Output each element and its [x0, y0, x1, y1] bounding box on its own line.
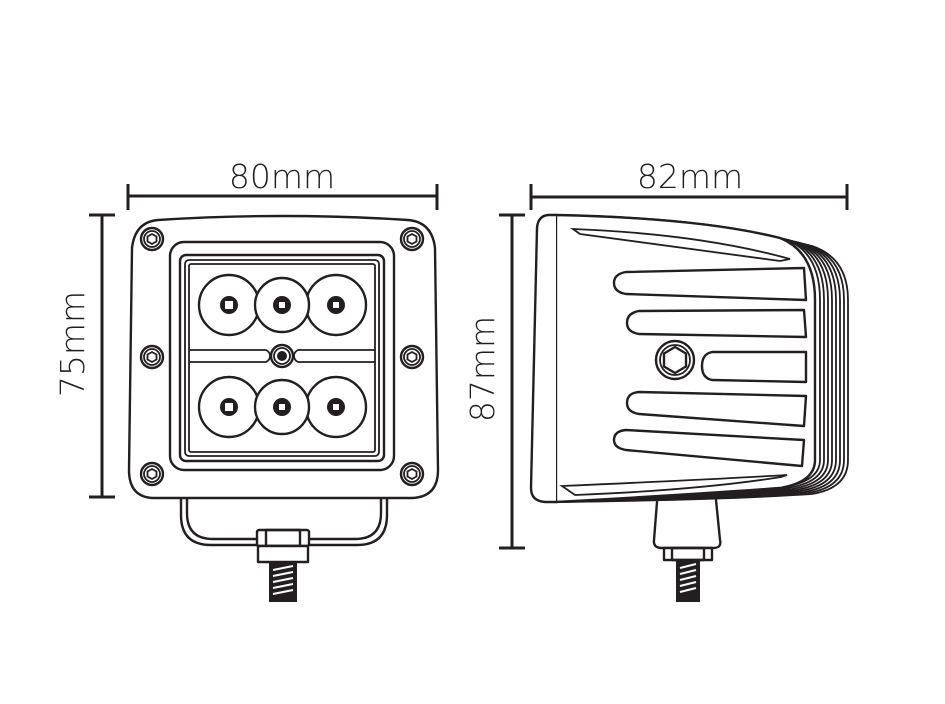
screw-icon	[399, 461, 425, 487]
side-mount-stem	[652, 498, 722, 602]
side-view: 82mm 87mm	[463, 157, 849, 602]
led-icon	[273, 296, 291, 314]
screw-icon	[399, 344, 425, 370]
led-icon	[220, 398, 238, 416]
led-icon	[220, 296, 238, 314]
screw-icon	[399, 226, 425, 252]
front-width-dimension: 80mm	[126, 157, 439, 210]
front-height-dimension: 75mm	[53, 213, 115, 499]
mounting-bolt	[255, 528, 311, 602]
led-icon	[327, 398, 345, 416]
led-row-bottom	[197, 375, 368, 439]
cooling-fins	[612, 266, 808, 468]
lens-frame-outer	[168, 240, 396, 472]
hex-bolt-icon	[654, 339, 696, 381]
front-view: 80mm 75mm	[53, 157, 440, 602]
side-height-label: 87mm	[463, 316, 502, 422]
side-width-dimension: 82mm	[529, 157, 849, 210]
lens-frame-mid	[178, 253, 386, 463]
led-icon	[327, 296, 345, 314]
front-height-label: 75mm	[53, 291, 92, 397]
center-divider	[189, 343, 375, 369]
led-row-top	[197, 273, 368, 337]
side-bezel	[529, 213, 558, 504]
screw-icon	[139, 461, 165, 487]
side-height-dimension: 87mm	[463, 213, 525, 550]
mounting-screws	[139, 226, 425, 487]
front-width-label: 80mm	[229, 157, 335, 196]
side-width-label: 82mm	[637, 157, 743, 196]
screw-icon	[139, 226, 165, 252]
screw-icon	[139, 344, 165, 370]
led-icon	[273, 398, 291, 416]
